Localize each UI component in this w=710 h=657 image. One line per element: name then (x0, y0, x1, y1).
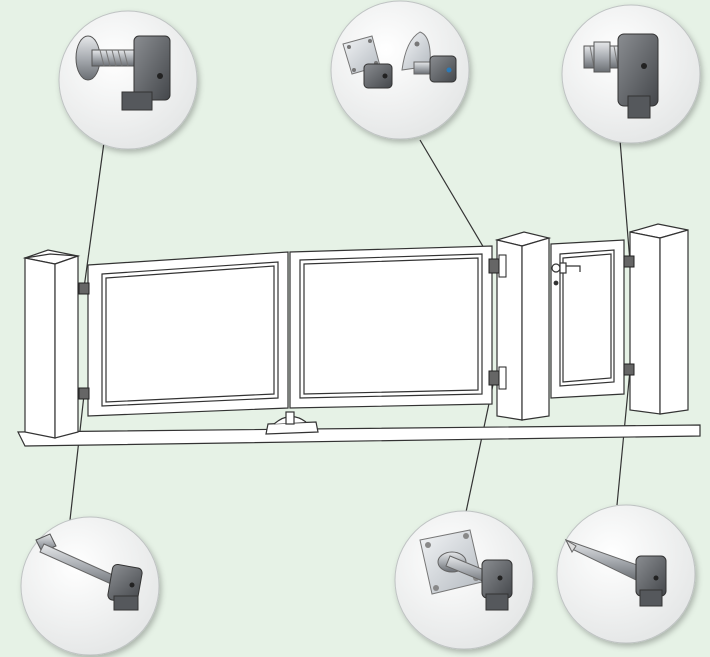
callout-hinge-bolt-threaded-washer (58, 10, 198, 150)
leader-line-top-middle (419, 139, 495, 266)
gate-handle-lock (551, 262, 581, 286)
callout-hinge-weld-on-spike (556, 504, 696, 644)
hinge-point-right-bottom (623, 363, 635, 376)
ground-stop (265, 411, 319, 435)
callout-hinge-long-through-bolt (20, 516, 160, 656)
hinge-on-square-and-oval-plates-icon (342, 31, 457, 89)
callout-hinge-square-plate (394, 510, 534, 650)
leader-line-top-left (83, 134, 106, 289)
double-gate-left-leaf (87, 251, 289, 417)
leader-line-top-right (619, 139, 631, 263)
callout-hinge-plate-variants (330, 0, 470, 140)
callout-hinge-bolt-threaded-nut (561, 4, 701, 144)
hinge-point-center-bottom (488, 370, 500, 386)
square-plate-hinge-icon (419, 529, 513, 611)
leader-line-bottom-left (69, 394, 85, 521)
left-pillar (22, 249, 81, 439)
pedestrian-gate (550, 239, 625, 399)
hinge-point-right-top (623, 255, 635, 268)
threaded-hinge-bolt-with-nut-icon (583, 33, 659, 119)
threaded-hinge-bolt-with-washer-icon (75, 35, 171, 111)
weld-on-spike-hinge-icon (564, 538, 667, 607)
long-through-bolt-hinge-icon (35, 533, 143, 611)
ground-strip (17, 424, 701, 447)
right-pillar (629, 223, 689, 415)
gate-hinges (78, 254, 635, 400)
hinge-point-left-bottom (78, 387, 90, 400)
double-gate-right-leaf (289, 245, 493, 409)
hinge-point-center-top (488, 258, 500, 274)
hinge-point-left-top (78, 282, 90, 295)
